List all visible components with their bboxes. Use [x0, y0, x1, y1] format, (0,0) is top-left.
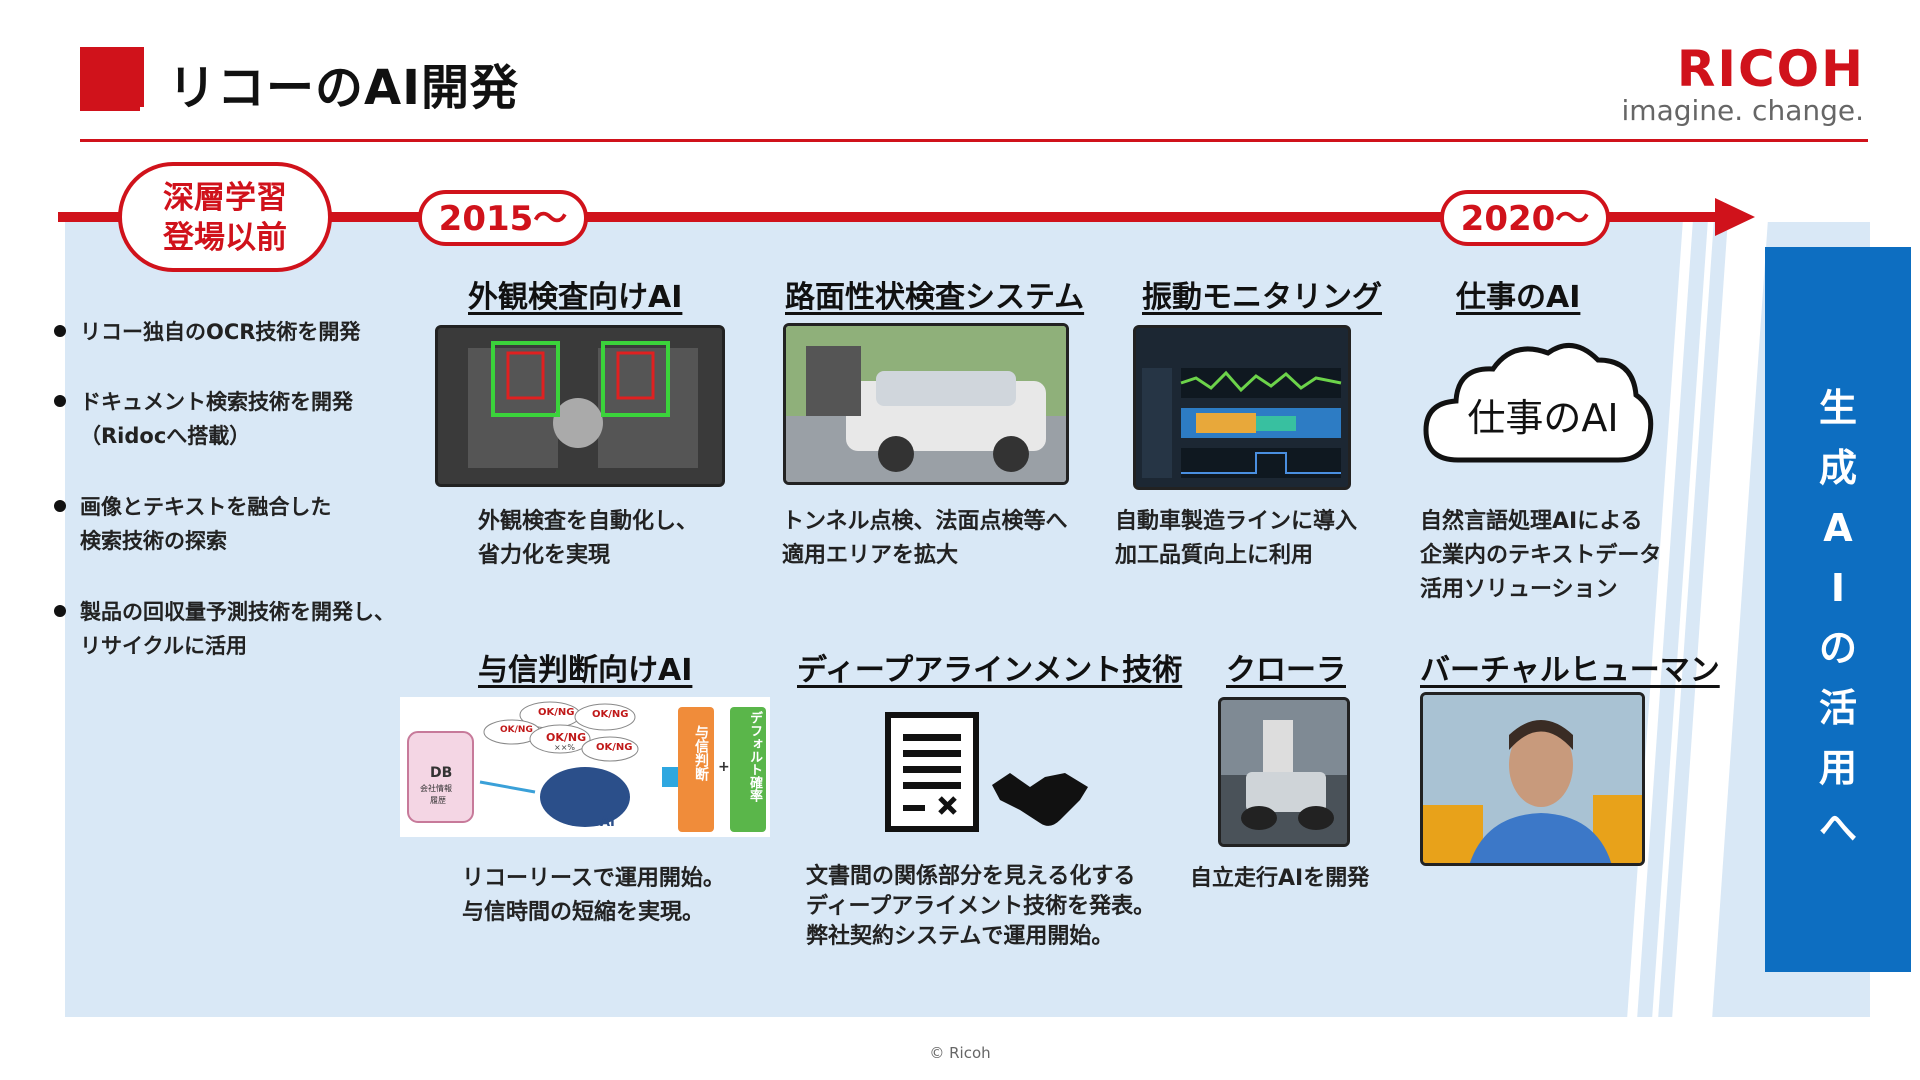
- timeline-arrow-icon: [1715, 198, 1755, 236]
- document-icon: [885, 712, 985, 834]
- era-pre-line2: 登場以前: [163, 220, 287, 256]
- work-ai-cloud: 仕事のAI: [1418, 335, 1658, 475]
- ricoh-logo: RICOH: [1676, 40, 1865, 98]
- bullet-text: 画像とテキストを融合した: [80, 495, 332, 519]
- item-title-visual-inspection: 外観検査向けAI: [468, 280, 683, 315]
- item-title-work-ai: 仕事のAI: [1456, 280, 1581, 315]
- okng-label: OK/NG: [592, 709, 629, 720]
- pre-bullet-item: リコー独自のOCR技術を開発: [54, 315, 360, 349]
- panel-char: へ: [1818, 806, 1857, 850]
- desc-line: 自動車製造ラインに導入: [1115, 509, 1358, 534]
- desc-line: 省力化を実現: [478, 543, 611, 568]
- bullet-text: リコー独自のOCR技術を開発: [80, 320, 361, 344]
- page-title: リコーのAI開発: [168, 60, 520, 116]
- inspection-photo-graphic: [438, 328, 722, 484]
- handshake-icon: [990, 765, 1090, 835]
- desc-line: 自立走行AIを開発: [1190, 866, 1370, 891]
- panel-char: I: [1830, 566, 1846, 610]
- desc-line: 企業内のテキストデータ: [1420, 543, 1662, 568]
- title-square-mark: [80, 47, 150, 117]
- okng-label: OK/NG: [500, 725, 533, 735]
- desc-line: 文書間の関係部分を見える化する: [806, 864, 1136, 889]
- logo-tagline: imagine. change.: [1621, 94, 1864, 127]
- default-probability-label: デフォルト確率: [747, 711, 762, 802]
- desc-line: ディープアライメント技術を発表。: [806, 894, 1156, 919]
- credit-ai-diagram: OK/NG OK/NG OK/NG OK/NG OK/NG ××% DB 会社情…: [400, 697, 770, 837]
- bullet-dot: [54, 500, 66, 512]
- item-title-credit-ai: 与信判断向けAI: [478, 653, 693, 688]
- robot-photo-graphic: [1221, 700, 1347, 844]
- panel-char: 用: [1818, 746, 1857, 790]
- era-badge-pre-deep-learning: 深層学習 登場以前: [118, 162, 332, 272]
- item-desc-work-ai: 自然言語処理AIによる 企業内のテキストデータ 活用ソリューション: [1420, 505, 1661, 607]
- era-pre-line1: 深層学習: [163, 180, 287, 216]
- bullet-dot: [54, 325, 66, 337]
- db-sublabel: 履歴: [430, 796, 446, 805]
- cloud-label: 仕事のAI: [1467, 396, 1619, 440]
- panel-char: 成: [1818, 446, 1857, 490]
- desc-line: 与信時間の短縮を実現。: [462, 900, 705, 925]
- item-desc-visual-inspection: 外観検査を自動化し、 省力化を実現: [478, 505, 698, 573]
- panel-char: 活: [1818, 686, 1857, 730]
- pre-bullet-item: ドキュメント検索技術を開発 （Ridocへ搭載）: [54, 385, 353, 453]
- item-desc-credit-ai: リコーリースで運用開始。 与信時間の短縮を実現。: [462, 862, 725, 930]
- generative-ai-panel: [1765, 247, 1911, 972]
- db-sublabel: 会社情報: [420, 784, 452, 793]
- road-inspection-image: [783, 323, 1069, 485]
- header-divider: [80, 139, 1868, 142]
- okng-label: OK/NG: [596, 742, 633, 753]
- pre-bullet-item: 製品の回収量予測技術を開発し、 リサイクルに活用: [54, 595, 395, 663]
- item-title-deep-alignment: ディープアラインメント技術: [797, 653, 1183, 688]
- item-title-virtual-human: バーチャルヒューマン: [1420, 653, 1720, 688]
- era-badge-2015: 2015〜: [418, 190, 588, 246]
- item-desc-vibration: 自動車製造ラインに導入 加工品質向上に利用: [1115, 505, 1357, 573]
- item-desc-road-inspection: トンネル点検、法面点検等へ 適用エリアを拡大: [782, 505, 1068, 573]
- monitor-screenshot-graphic: [1136, 328, 1348, 487]
- timeline-line: [58, 212, 1718, 222]
- desc-line: 自然言語処理AIによる: [1420, 509, 1643, 534]
- pre-bullet-item: 画像とテキストを融合した 検索技術の探索: [54, 490, 331, 558]
- okng-label: OK/NG: [538, 707, 575, 718]
- desc-line: 適用エリアを拡大: [782, 543, 959, 568]
- bullet-text-cont: （Ridocへ搭載）: [80, 424, 251, 448]
- credit-diagram-graphic: [407, 701, 766, 832]
- crawler-robot-image: [1218, 697, 1350, 847]
- bullet-text-cont: リサイクルに活用: [80, 634, 247, 658]
- era-badge-2020: 2020〜: [1440, 190, 1610, 246]
- percent-label: ××%: [554, 743, 576, 752]
- item-title-vibration-monitoring: 振動モニタリング: [1142, 280, 1382, 315]
- item-title-road-inspection: 路面性状検査システム: [785, 280, 1085, 315]
- bullet-text-cont: 検索技術の探索: [80, 529, 227, 553]
- item-title-crawler: クローラ: [1226, 653, 1346, 688]
- panel-char: 生: [1818, 386, 1857, 430]
- desc-line: 弊社契約システムで運用開始。: [806, 924, 1114, 949]
- ai-label: AI: [600, 815, 615, 830]
- credit-decision-label: 与信判断: [693, 725, 709, 781]
- generative-ai-vertical-text: 生 成 A I の 活 用 へ: [1765, 378, 1911, 858]
- vibration-monitor-image: [1133, 325, 1351, 490]
- item-desc-deep-alignment: 文書間の関係部分を見える化する ディープアライメント技術を発表。 弊社契約システ…: [806, 862, 1155, 952]
- bullet-dot: [54, 395, 66, 407]
- okng-label: OK/NG: [546, 731, 587, 744]
- copyright-footer: © Ricoh: [929, 1044, 991, 1062]
- db-label: DB: [430, 765, 453, 781]
- virtual-human-graphic: [1423, 695, 1642, 863]
- desc-line: 活用ソリューション: [1420, 577, 1618, 602]
- bullet-dot: [54, 605, 66, 617]
- item-desc-crawler: 自立走行AIを開発: [1190, 862, 1369, 896]
- desc-line: 外観検査を自動化し、: [478, 509, 699, 534]
- desc-line: リコーリースで運用開始。: [462, 866, 725, 891]
- cloud-icon: [1423, 343, 1654, 463]
- desc-line: トンネル点検、法面点検等へ: [782, 509, 1068, 534]
- virtual-human-image: [1420, 692, 1645, 866]
- bullet-text: ドキュメント検索技術を開発: [80, 390, 353, 414]
- plus-label: +: [718, 759, 730, 775]
- visual-inspection-image: [435, 325, 725, 487]
- panel-char: の: [1818, 626, 1857, 670]
- vehicle-photo-graphic: [786, 326, 1066, 482]
- panel-char: A: [1823, 506, 1853, 550]
- bullet-text: 製品の回収量予測技術を開発し、: [80, 600, 395, 624]
- desc-line: 加工品質向上に利用: [1115, 543, 1314, 568]
